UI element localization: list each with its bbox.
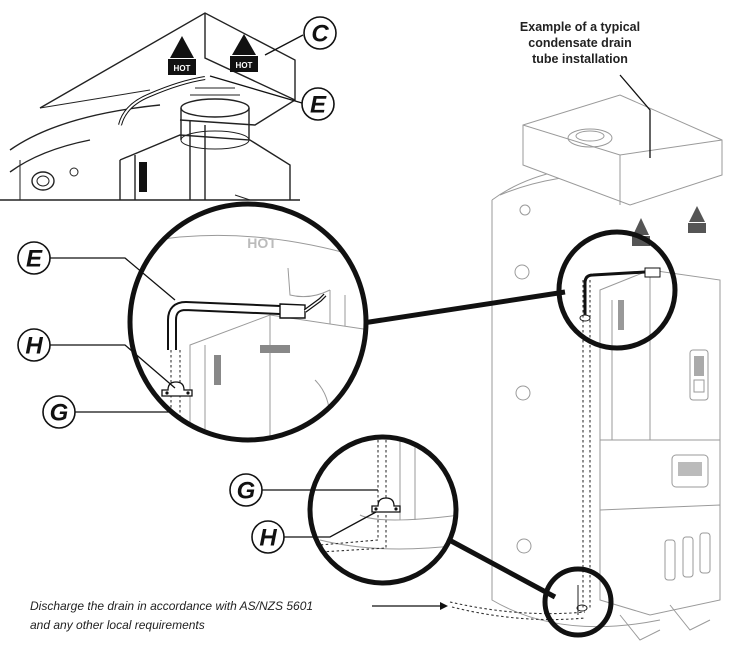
callout-h-zoom: H (17, 328, 176, 389)
top-detail-view: HOT HOT (0, 12, 300, 201)
svg-text:G: G (50, 400, 69, 427)
svg-text:HOT: HOT (236, 61, 253, 70)
svg-text:C: C (311, 21, 329, 48)
svg-text:Discharge the drain in accorda: Discharge the drain in accordance with A… (30, 599, 313, 613)
zoom-connector-lower (438, 532, 557, 600)
svg-text:E: E (26, 246, 43, 273)
svg-text:Example of a typical: Example of a typical (520, 20, 640, 34)
svg-text:condensate drain: condensate drain (528, 36, 632, 50)
zoom-connector-upper (349, 289, 566, 328)
svg-text:HOT: HOT (174, 64, 191, 73)
zoom-circle-lower (307, 434, 459, 586)
svg-text:and any other local requiremen: and any other local requirements (30, 618, 205, 632)
svg-text:E: E (310, 92, 327, 119)
callout-e-top: E (209, 75, 335, 121)
svg-text:H: H (25, 333, 43, 360)
svg-text:G: G (237, 478, 256, 505)
svg-text:H: H (259, 525, 277, 552)
callout-g-lower: G (229, 473, 378, 507)
callout-c-top: C (264, 16, 337, 56)
discharge-note: Discharge the drain in accordance with A… (30, 599, 448, 632)
port-ring (31, 171, 55, 191)
target-circle-lower (542, 566, 614, 638)
callout-g-zoom: G (42, 395, 175, 429)
example-caption: Example of a typical condensate drain tu… (520, 20, 651, 158)
callout-h-lower: H (251, 511, 377, 554)
target-circle-upper (556, 229, 678, 351)
heater-full-view (449, 94, 723, 641)
svg-text:HOT: HOT (247, 235, 277, 251)
hot-warning-stencil-left: HOT (168, 36, 196, 75)
vent-slots (139, 162, 147, 192)
callout-e-zoom: E (17, 241, 176, 301)
svg-text:tube installation: tube installation (532, 52, 628, 66)
zoom-circle-upper: HOT (127, 201, 369, 443)
hot-warning-stencil-right: HOT (230, 34, 258, 72)
